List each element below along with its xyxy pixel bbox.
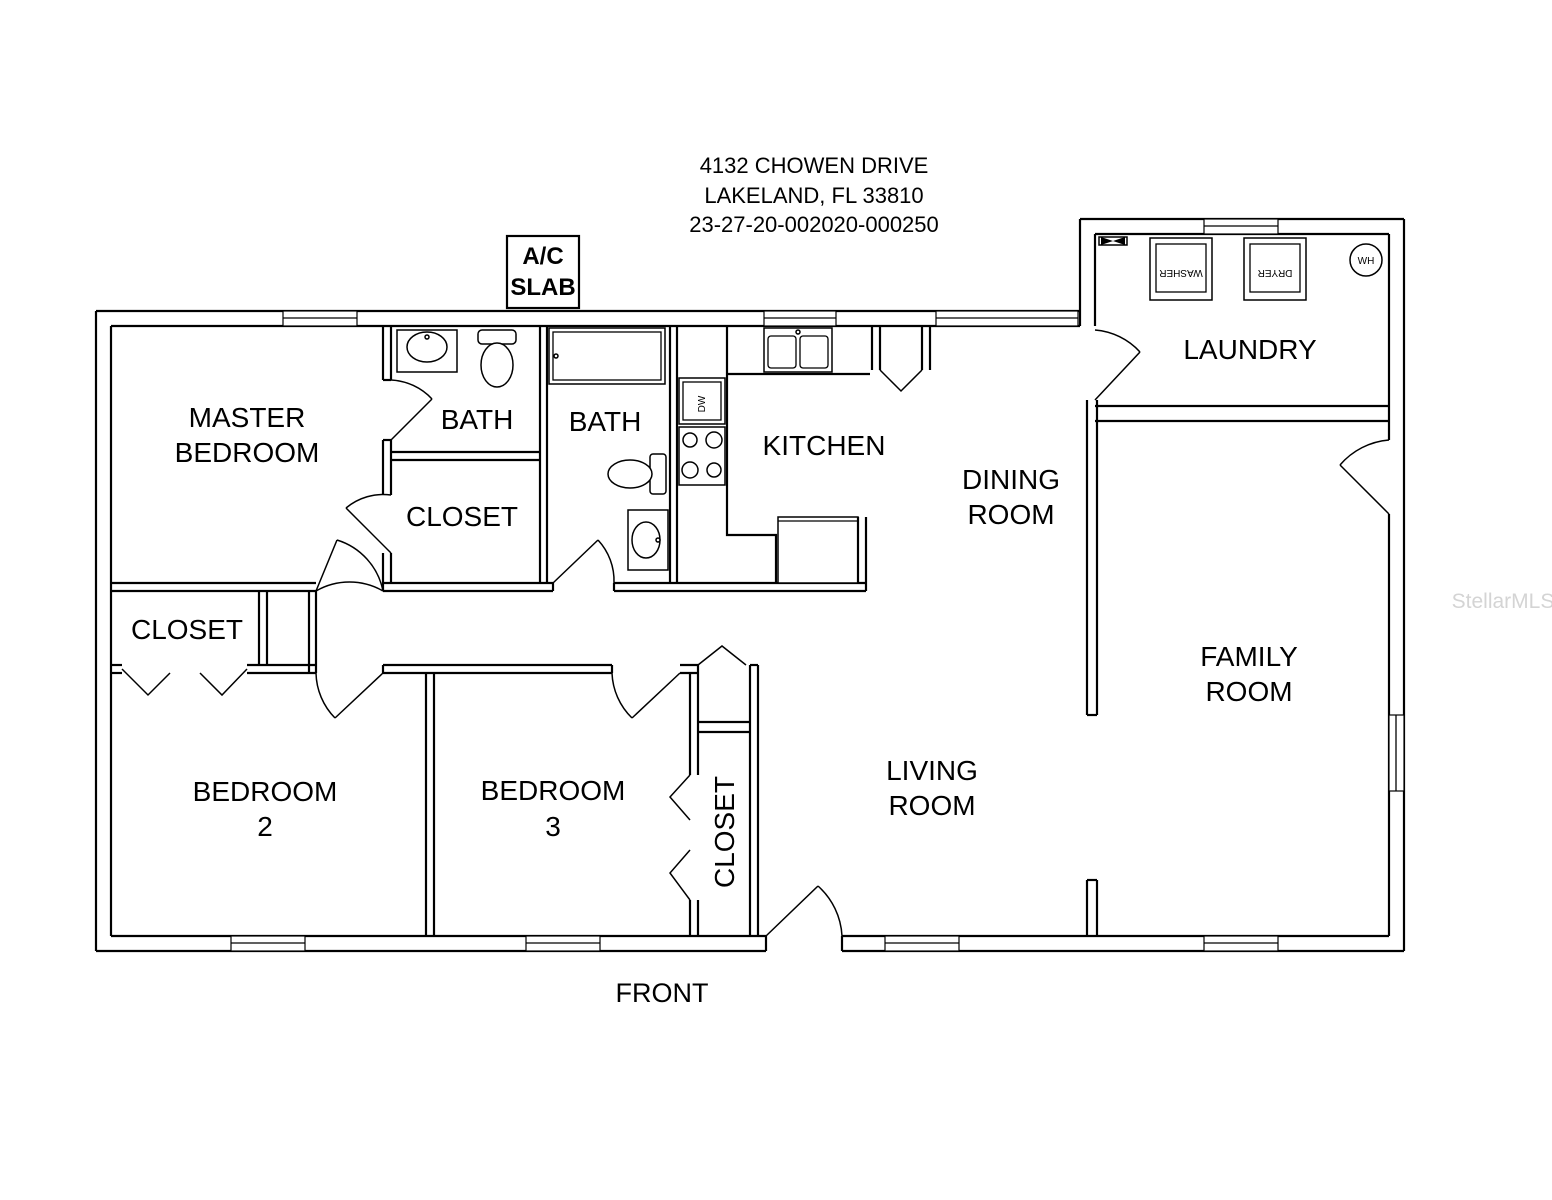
city-line: LAKELAND, FL 33810 [704,183,923,208]
address-line: 4132 CHOWEN DRIVE [700,153,929,178]
bedroom-2-label-line2: 2 [257,811,273,842]
hall-bath-label: BATH [569,406,642,437]
master-closet-label: CLOSET [406,501,518,532]
ac-slab: A/C SLAB [505,234,581,310]
bedroom-3-closet-label: CLOSET [709,776,740,888]
windows [230,218,1405,952]
front-label: FRONT [616,978,709,1008]
master-bedroom-label-line2: BEDROOM [175,437,320,468]
family-room-label-line2: ROOM [1205,676,1292,707]
parcel-line: 23-27-20-002020-000250 [689,212,939,237]
bedroom-2-label-line1: BEDROOM [193,776,338,807]
hall-closet-label: CLOSET [131,614,243,645]
fixtures: DW WASHER DRYER WH [396,236,1383,591]
family-room-label-line1: FAMILY [1200,641,1298,672]
doors [121,329,1390,937]
dining-room-label-line2: ROOM [967,499,1054,530]
ac-slab-line1: A/C [522,243,563,270]
laundry-label: LAUNDRY [1183,334,1317,365]
washer-label: WASHER [1159,267,1203,278]
living-room-label-line2: ROOM [888,790,975,821]
kitchen-label: KITCHEN [763,430,886,461]
dishwasher-label: DW [697,395,708,412]
watermark: StellarMLS [1452,590,1552,613]
living-room-label-line1: LIVING [886,755,978,786]
interior-walls [111,326,932,936]
room-labels: MASTER BEDROOM BATH BATH CLOSET KITCHEN … [131,334,1317,888]
ac-slab-line2: SLAB [510,274,575,301]
dining-room-label-line1: DINING [962,464,1060,495]
water-heater-label: WH [1358,256,1375,267]
master-bath-label: BATH [441,404,514,435]
dryer-label: DRYER [1258,267,1293,278]
master-bedroom-label-line1: MASTER [189,402,306,433]
bedroom-3-label-line1: BEDROOM [481,775,626,806]
bedroom-3-label-line2: 3 [545,811,561,842]
